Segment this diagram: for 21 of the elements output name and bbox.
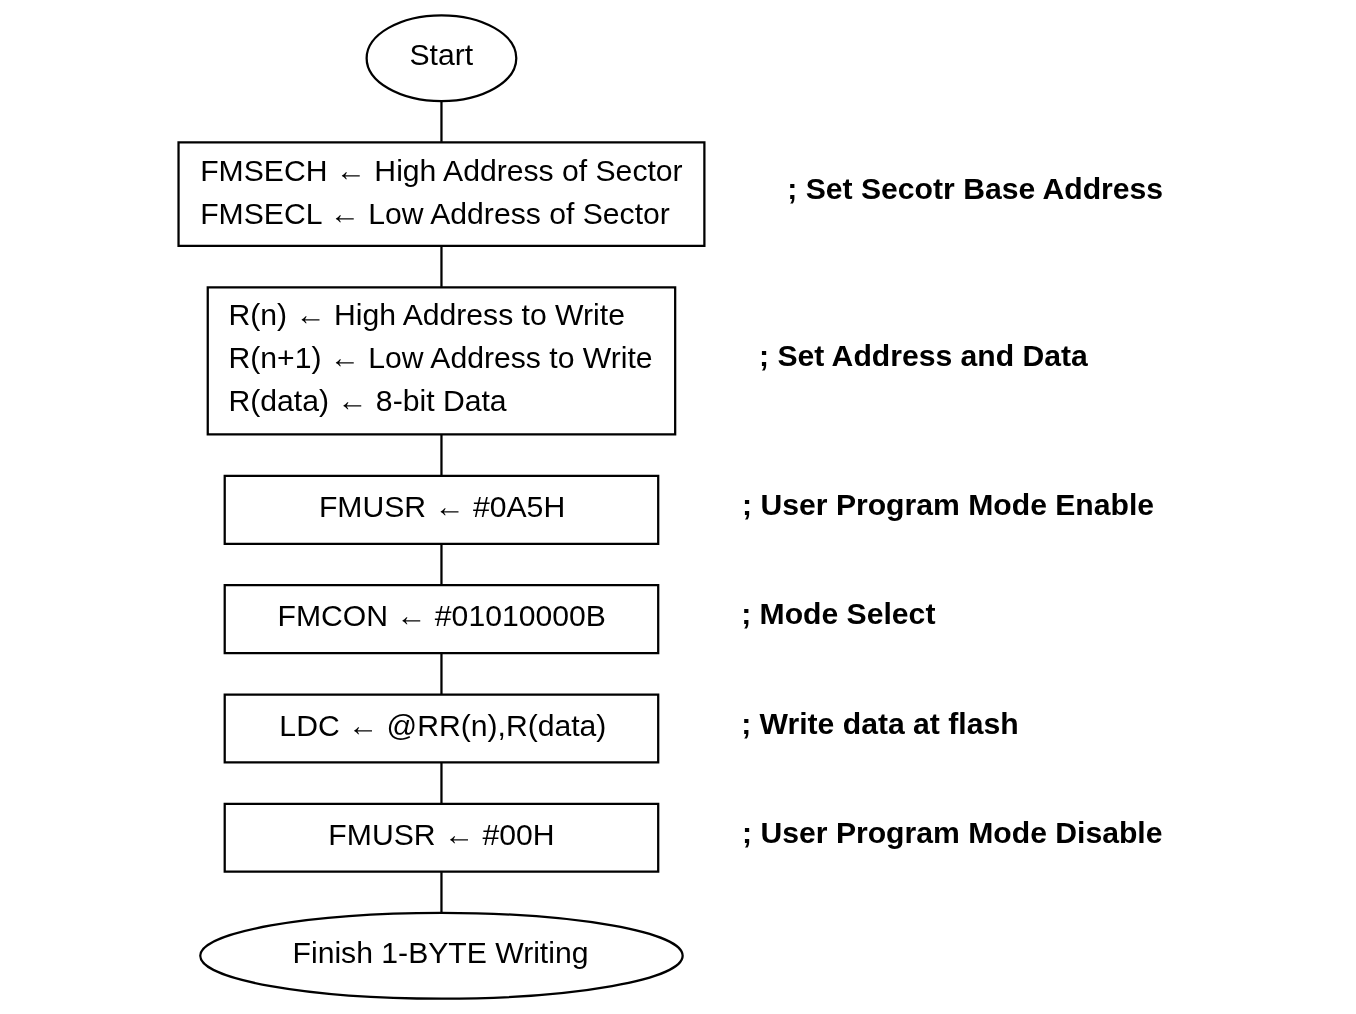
node-box: FMCON ← #01010000B	[223, 584, 660, 655]
connector	[440, 872, 443, 913]
node-label: ; Set Address and Data	[759, 339, 1088, 373]
node-box: LDC ← @RR(n),R(data)	[223, 693, 660, 764]
node-label: ; Set Secotr Base Address	[787, 172, 1164, 206]
node-box: FMUSR ← #0A5H	[223, 474, 660, 545]
node-ellipse: Start	[365, 14, 518, 103]
connector	[440, 653, 443, 695]
node-ellipse: Finish 1-BYTE Writing	[199, 911, 684, 1000]
node-label: ; User Program Mode Enable	[742, 488, 1155, 522]
connector	[440, 434, 443, 476]
node-label: ; User Program Mode Disable	[742, 816, 1163, 850]
node-box: R(n) ← High Address to Write R(n+1) ← Low Address to Write R(data) ← 8-bit Data	[206, 286, 677, 436]
connector	[440, 543, 443, 586]
connector	[440, 101, 443, 142]
node-box: FMUSR ← #00H	[223, 802, 660, 873]
connector	[440, 246, 443, 287]
node-label: ; Write data at flash	[741, 706, 1019, 740]
node-box: FMSECH ← High Address of Sector FMSECL ← Low Address of Sector	[177, 141, 706, 248]
connector	[440, 762, 443, 804]
node-label: ; Mode Select	[741, 597, 936, 631]
